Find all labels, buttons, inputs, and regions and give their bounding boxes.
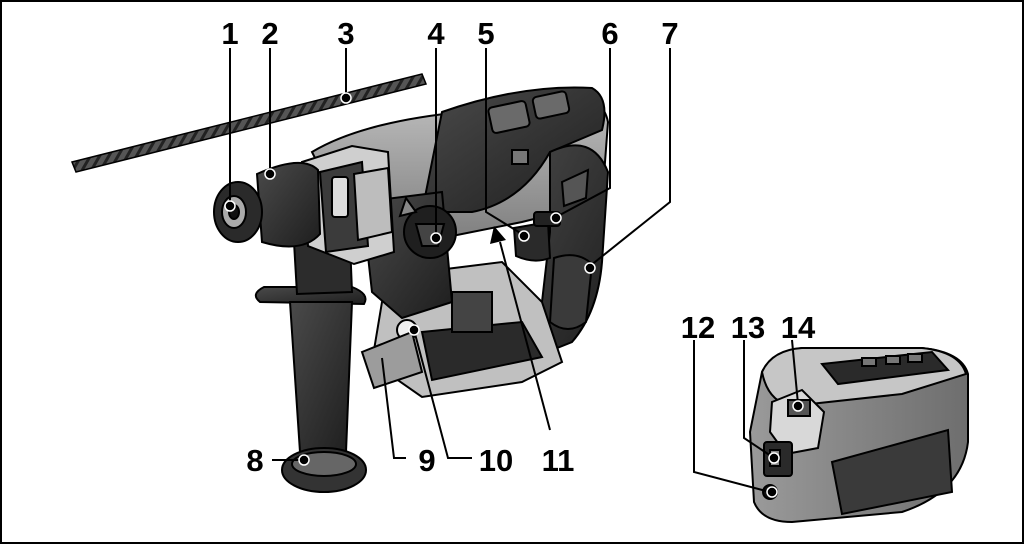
callout-7: 7: [661, 16, 678, 51]
callout-13: 13: [731, 310, 765, 345]
drill-bit-illustration: [70, 73, 428, 173]
dot-13: [768, 452, 780, 464]
callout-4: 4: [427, 16, 445, 51]
callout-14: 14: [781, 310, 816, 345]
hammer-drill-illustration: [213, 86, 610, 493]
dot-8: [298, 454, 310, 466]
dot-6: [550, 212, 562, 224]
leader-dots: [224, 92, 804, 498]
dot-12: [766, 486, 778, 498]
leader-14: [791, 339, 799, 405]
callout-5: 5: [477, 16, 494, 51]
arrow-11: [490, 226, 506, 244]
callout-8: 8: [246, 443, 263, 478]
dot-7: [584, 262, 596, 274]
dot-3: [340, 92, 352, 104]
leader-5: [485, 48, 523, 235]
dot-2: [264, 168, 276, 180]
callout-labels: 1 2 3 4 5 6 7 8 9 10 11 12 13 14: [221, 16, 816, 478]
leader-11: [499, 241, 551, 431]
callout-11: 11: [542, 443, 575, 478]
dot-5: [518, 230, 530, 242]
callout-2: 2: [261, 16, 278, 51]
leader-10: [413, 329, 472, 459]
leader-13: [743, 340, 775, 459]
leader-lines: [229, 48, 799, 493]
callout-9: 9: [418, 443, 435, 478]
leader-12: [693, 340, 771, 493]
dot-14: [792, 400, 804, 412]
callout-10: 10: [479, 443, 513, 478]
callout-6: 6: [601, 16, 618, 51]
leader-9: [381, 357, 406, 459]
callout-1: 1: [221, 16, 238, 51]
leader-6: [557, 48, 611, 217]
battery-pack-illustration: [748, 347, 969, 524]
dot-4: [430, 232, 442, 244]
leader-7: [589, 48, 671, 267]
callout-12: 12: [681, 310, 715, 345]
callout-3: 3: [337, 16, 354, 51]
dot-10: [408, 324, 420, 336]
dot-1: [224, 200, 236, 212]
